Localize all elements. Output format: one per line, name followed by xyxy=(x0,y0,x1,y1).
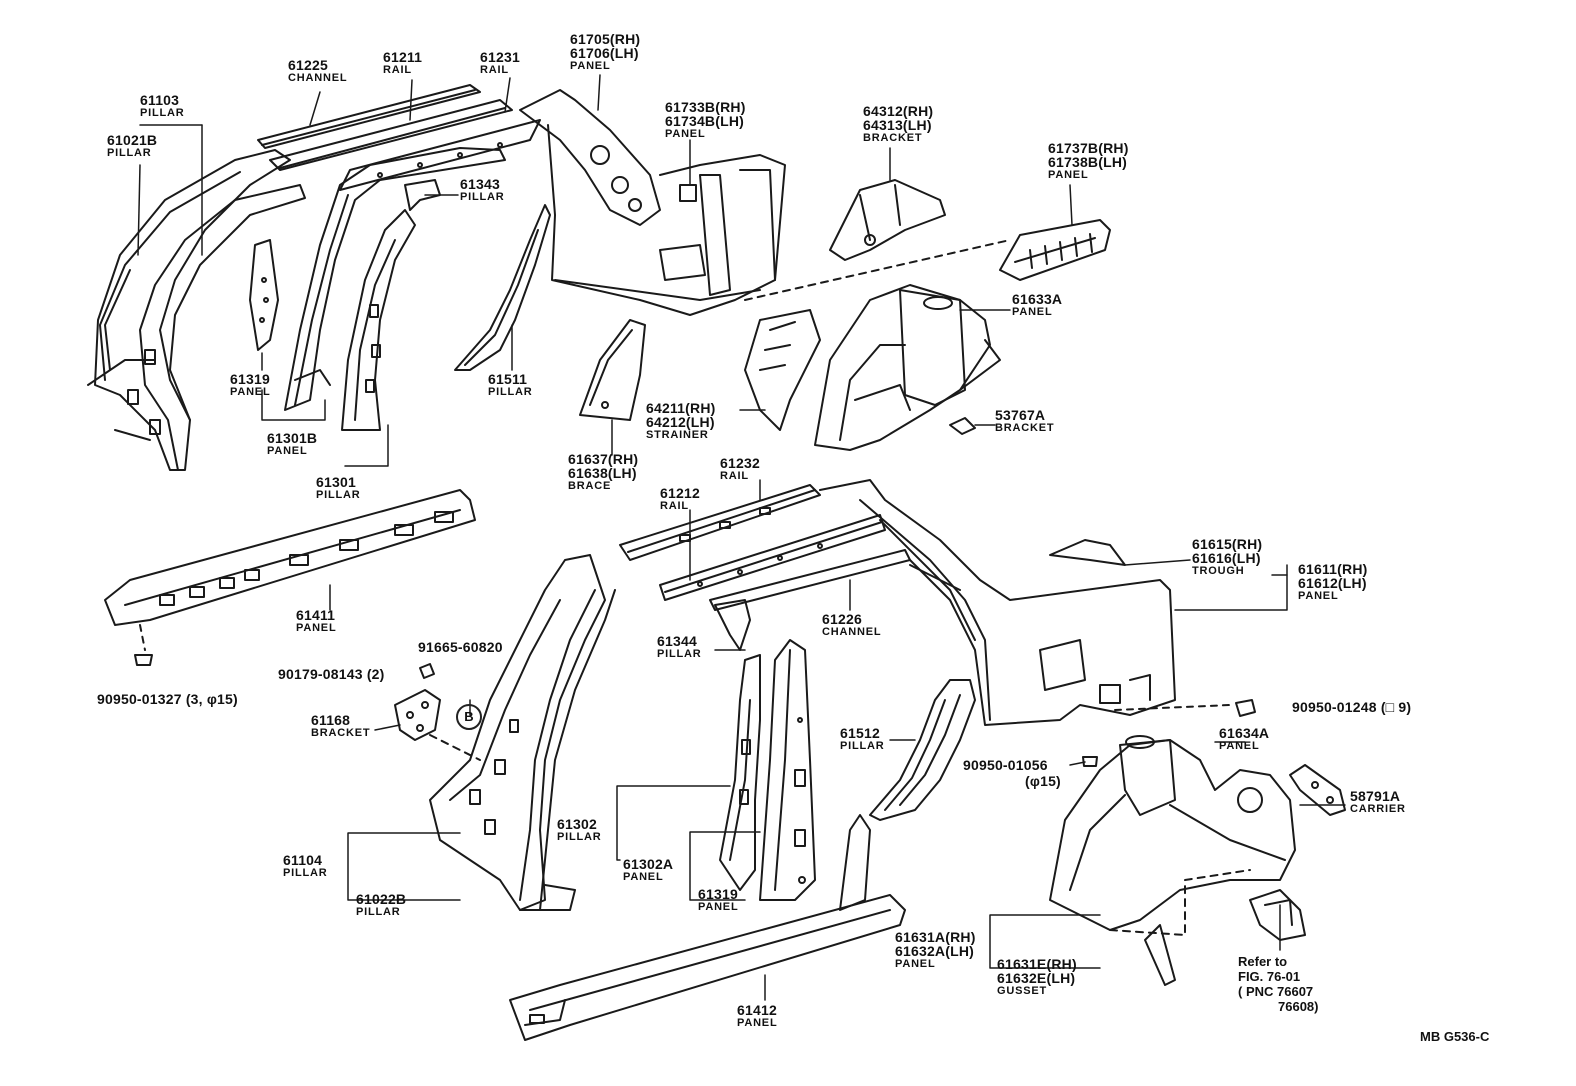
bracket-64312-drawing xyxy=(829,179,946,261)
label-61611: 61611(RH)61612(LH)PANEL xyxy=(1298,561,1368,602)
leader-61411-clip xyxy=(139,624,146,651)
label-61631a: 61631A(RH)61632A(LH)PANEL xyxy=(895,929,976,970)
leader-61737b xyxy=(744,239,1011,301)
callout-b: B xyxy=(456,704,482,730)
label-61737b: 61737B(RH)61738B(LH)PANEL xyxy=(1048,140,1129,181)
bracket-61168-drawing xyxy=(394,689,441,741)
label-91665-60820: 91665-60820 xyxy=(418,639,503,655)
leader-61168 xyxy=(429,734,481,761)
label-61615: 61615(RH)61616(LH)TROUGH xyxy=(1192,536,1263,577)
wheelhouse-61634a-drawing xyxy=(1049,735,1296,931)
bolt-90179-drawing xyxy=(419,663,435,679)
label-90950-01248: 90950-01248 (□ 9) xyxy=(1292,699,1412,715)
figure-code: MB G536-C xyxy=(1420,1029,1490,1044)
label-64312: 64312(RH)64313(LH)BRACKET xyxy=(863,103,934,144)
rocker-panel-61412-drawing xyxy=(509,894,906,1041)
trough-61615-drawing xyxy=(1049,539,1126,566)
clip-90950-01327-drawing xyxy=(134,654,153,666)
pillar-61344-drawing xyxy=(714,599,751,651)
label-90950-01056: 90950-01056(φ15) xyxy=(963,757,1061,789)
bracket-53767a-drawing xyxy=(949,417,976,435)
roof-rails-upper-drawing xyxy=(257,84,541,191)
brace-61637-drawing xyxy=(579,319,646,421)
panel-61319-lower-drawing xyxy=(839,814,871,911)
label-64211: 64211(RH)64212(LH)STRAINER xyxy=(646,400,716,441)
quarter-panel-61611-drawing xyxy=(819,479,1176,726)
leader-61631a xyxy=(1109,869,1251,936)
label-90950-01327: 90950-01327 (3, φ15) xyxy=(97,691,238,707)
clip-90950-01248-drawing xyxy=(1235,699,1256,717)
panel-61737b-drawing xyxy=(999,219,1111,281)
leader-lines xyxy=(137,74,1346,1001)
pillar-61301-drawing xyxy=(284,147,506,431)
pillar-61511-drawing xyxy=(454,204,551,371)
pillar-61302-drawing xyxy=(719,639,816,901)
label-61733b: 61733B(RH)61734B(LH)PANEL xyxy=(665,99,746,140)
carrier-58791a-drawing xyxy=(1289,764,1346,816)
label-61631e: 61631E(RH)61632E(LH)GUSSET xyxy=(997,956,1077,997)
label-61705: 61705(RH)61706(LH)PANEL xyxy=(570,31,641,72)
pillar-61103-61021b-drawing xyxy=(87,149,306,471)
gusset-61631e-drawing xyxy=(1144,924,1176,986)
pillar-61512-drawing xyxy=(869,679,976,821)
panel-61319-upper-drawing xyxy=(249,239,279,351)
wheelhouse-61633a-drawing xyxy=(744,284,1001,451)
pillar-61104-61022b-drawing xyxy=(429,554,616,911)
reference-note: Refer to FIG. 76-01 ( PNC 76607 76608) xyxy=(1238,954,1319,1014)
label-61637: 61637(RH)61638(LH)BRACE xyxy=(568,451,639,492)
label-90179-08143: 90179-08143 (2) xyxy=(278,666,385,682)
leader-90950-01248 xyxy=(1114,704,1231,711)
pillar-61343-drawing xyxy=(404,179,441,211)
refer-bracket-drawing xyxy=(1249,889,1306,941)
panel-61705-drawing xyxy=(519,89,786,316)
rocker-panel-61411-drawing xyxy=(104,489,476,626)
